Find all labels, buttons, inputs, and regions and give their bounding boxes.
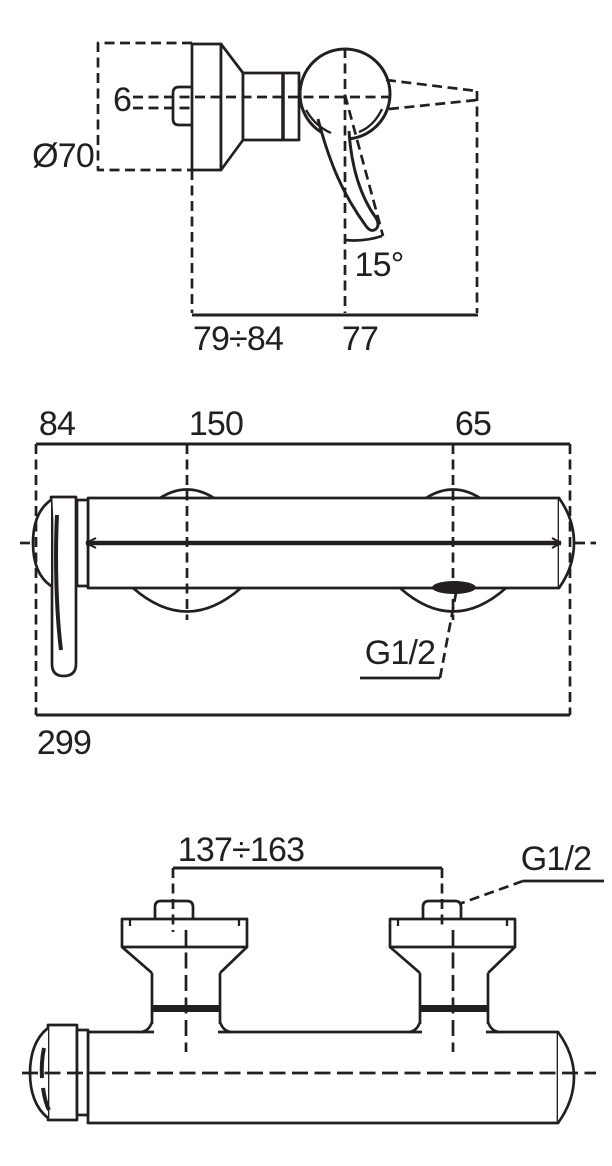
- top-centerlines: [22, 930, 596, 1075]
- lever-shading: [54, 514, 63, 651]
- top-view: 137÷163 G1/2: [22, 831, 604, 1125]
- body-neck: [241, 71, 301, 142]
- side-view: 6 Ø70 15° 79÷84 77: [32, 41, 479, 358]
- dim-outlet-thread: G1/2: [365, 634, 436, 672]
- dim-overall-width: 299: [37, 724, 91, 762]
- mid-line-points: [85, 537, 562, 549]
- front-view: 84 150 65 G1/2 299: [20, 405, 596, 762]
- union-left: [120, 899, 249, 1024]
- union-left-pipe: [150, 973, 222, 1024]
- dim-inlet-adjust-range: 137÷163: [178, 831, 305, 869]
- front-centerlines: [20, 444, 596, 715]
- escutcheon-envelope-dashed: [96, 41, 192, 172]
- top-extension-lines: [171, 868, 524, 932]
- body-right-cap-top: [556, 1031, 576, 1124]
- dim-lever-reach: 77: [342, 320, 378, 358]
- wall-plate: [190, 42, 223, 172]
- lever-collar-arcs: [304, 108, 384, 135]
- fixing-tab: [171, 85, 192, 127]
- mixer-body-top: [86, 1030, 560, 1125]
- dim-pin-offset: 6: [113, 81, 131, 119]
- dim-left-span: 84: [39, 405, 75, 443]
- dim-escutcheon-dia: Ø70: [32, 137, 94, 175]
- union-left-taper: [121, 945, 248, 975]
- union-right-facets: [396, 919, 509, 926]
- body-cone: [219, 42, 245, 172]
- handle-lever: [316, 118, 380, 232]
- angle-arc: [344, 234, 383, 242]
- handle-dome: [31, 498, 52, 588]
- pipe-flares: [140, 1021, 500, 1034]
- dim-depth-range: 79÷84: [193, 320, 283, 358]
- union-left-facets: [128, 919, 241, 926]
- dome-shading: [39, 1047, 51, 1111]
- side-centerlines: [133, 48, 479, 313]
- union-right-taper: [389, 945, 516, 975]
- dim-lever-angle: 15°: [354, 246, 403, 284]
- dim-inlet-spacing: 150: [189, 405, 243, 443]
- dim-right-span: 65: [455, 405, 491, 443]
- dim-inlet-thread: G1/2: [521, 840, 592, 878]
- body-right-cap: [557, 497, 576, 589]
- flange-arc-left: [132, 586, 242, 613]
- union-left-nut: [120, 917, 249, 949]
- union-right-pipe: [418, 973, 490, 1024]
